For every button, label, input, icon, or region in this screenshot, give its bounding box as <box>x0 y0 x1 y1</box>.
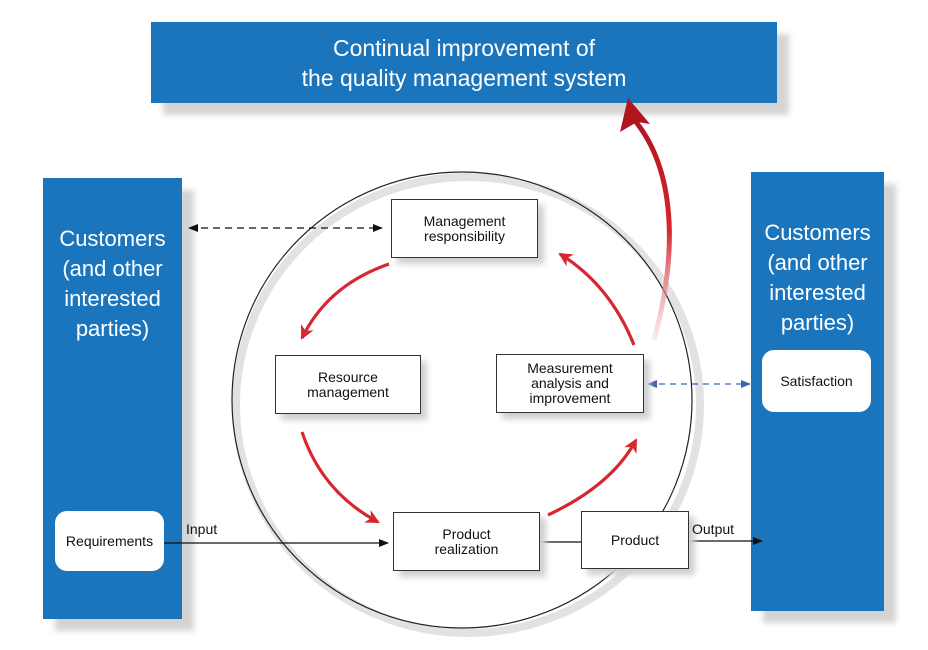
continual-improvement-banner: Continual improvement of the quality man… <box>151 22 777 103</box>
product-label: Product <box>610 531 660 548</box>
management-responsibility-box: Management responsibility <box>391 199 538 258</box>
product-box: Product <box>581 511 689 569</box>
realization-line-2: realization <box>434 540 499 557</box>
resource-management-box: Resource management <box>275 355 421 414</box>
output-label: Output <box>692 521 735 537</box>
customers-left-line-2: (and other <box>62 256 163 281</box>
measurement-line-3: improvement <box>529 390 611 406</box>
customers-left-panel: Customers (and other interested parties)… <box>43 178 182 619</box>
cycle-arrow-realization-to-measurement <box>547 438 638 517</box>
improvement-upward-arrow <box>634 120 672 341</box>
customers-right-panel: Customers (and other interested parties)… <box>751 172 884 611</box>
customers-left-line-3: interested <box>64 286 161 311</box>
input-label: Input <box>186 521 218 537</box>
management-line-2: responsibility <box>424 227 505 244</box>
customers-right-line-2: (and other <box>767 250 868 275</box>
management-line-1: Management <box>423 212 506 229</box>
process-circle-shadow <box>232 173 704 637</box>
cycle-arrow-resource-to-realization <box>300 431 380 524</box>
measurement-line-2: analysis and <box>531 375 609 391</box>
realization-line-1: Product <box>442 525 491 542</box>
customers-left-line-4: parties) <box>75 316 150 341</box>
resource-line-2: management <box>307 383 389 400</box>
product-realization-box: Product realization <box>393 512 540 571</box>
customers-right-line-1: Customers <box>764 220 871 245</box>
customers-right-line-4: parties) <box>780 310 855 335</box>
banner-line-2: the quality management system <box>301 64 627 91</box>
process-circle <box>231 171 693 629</box>
cycle-arrow-measurement-to-management <box>558 252 636 346</box>
customers-left-title: Customers (and other interested parties) <box>43 224 182 344</box>
measurement-analysis-box: Measurement analysis and improvement <box>496 354 644 413</box>
improvement-arrow-head <box>620 98 650 132</box>
banner-line-1: Continual improvement of <box>332 34 596 61</box>
cycle-arrow-management-to-resource <box>300 262 390 340</box>
resource-line-1: Resource <box>318 368 378 385</box>
measurement-line-1: Measurement <box>527 360 613 376</box>
customers-left-line-1: Customers <box>59 226 166 251</box>
requirements-pill: Requirements <box>55 511 164 571</box>
customers-right-line-3: interested <box>769 280 866 305</box>
customers-right-title: Customers (and other interested parties) <box>751 218 884 338</box>
satisfaction-pill: Satisfaction <box>762 350 871 412</box>
